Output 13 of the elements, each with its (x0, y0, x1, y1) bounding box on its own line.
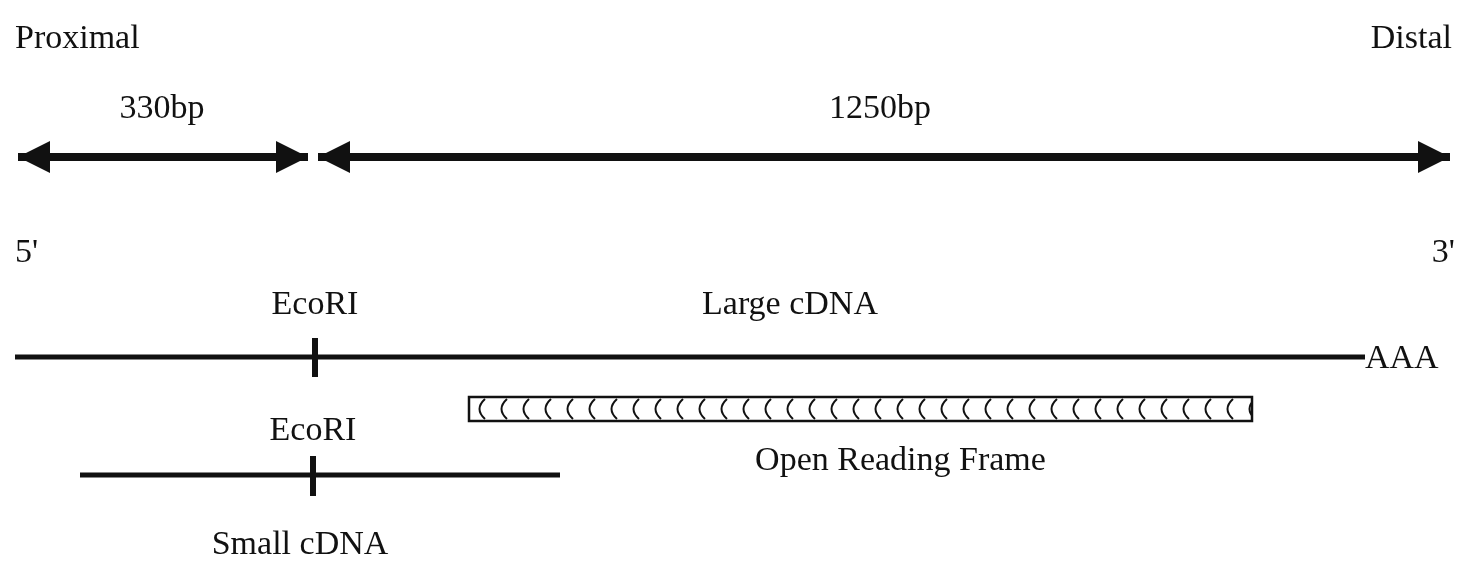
site-label: EcoRI (269, 410, 357, 448)
sequence-label: Open Reading Frame (755, 440, 1046, 478)
sequence-label: Large cDNA (702, 284, 878, 322)
region-label: Distal (1370, 18, 1452, 56)
length-label: 1250bp (829, 88, 931, 126)
site-label: EcoRI (271, 284, 359, 322)
tail-label: AAA (1365, 338, 1439, 376)
region-label: Proximal (15, 18, 140, 56)
hatched-bar (467, 395, 1254, 423)
length-label: 330bp (119, 88, 205, 126)
end-label: 3' (1431, 232, 1455, 270)
sequence-label: Small cDNA (211, 524, 389, 562)
end-label: 5' (15, 232, 39, 270)
